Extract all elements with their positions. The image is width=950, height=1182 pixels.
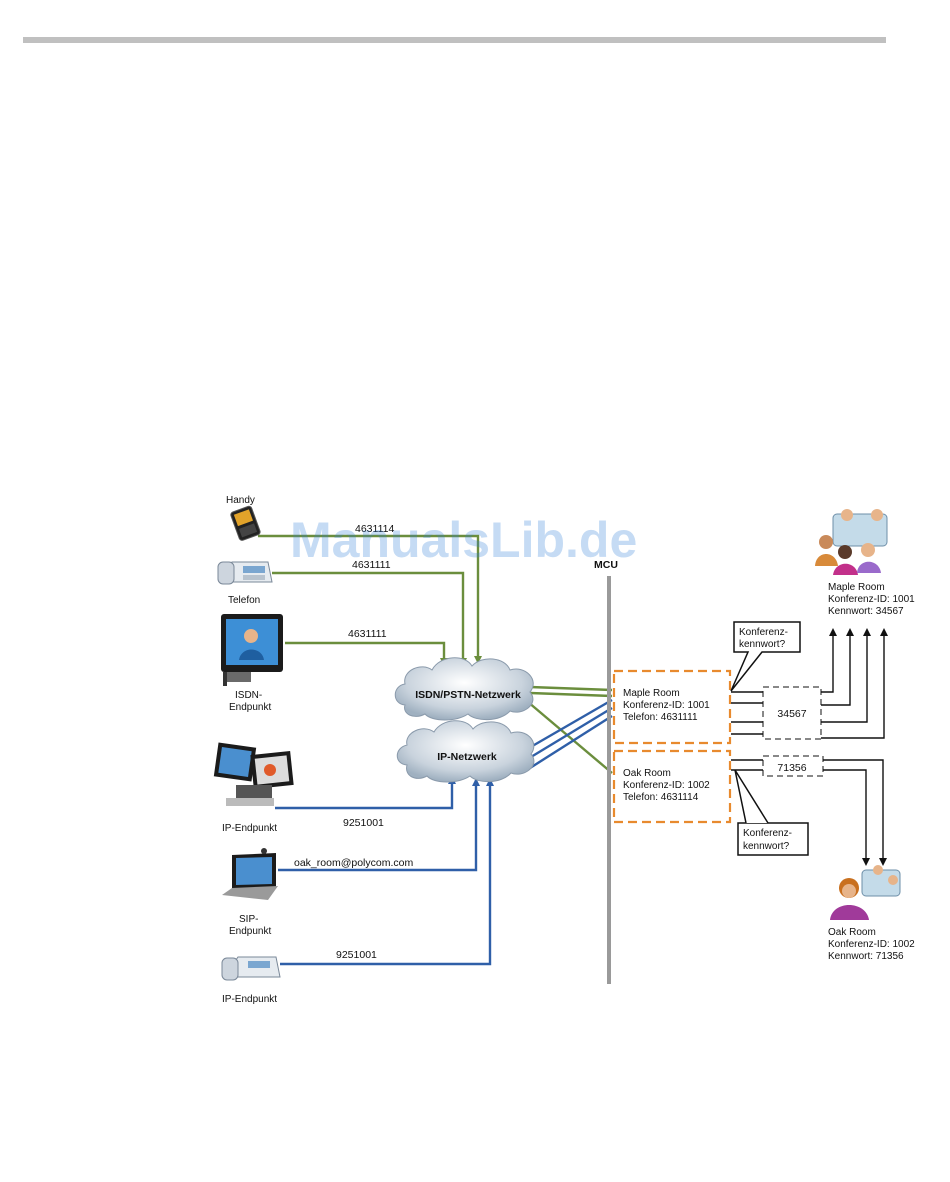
oak-conference-box: Oak Room Konferenz-ID: 1002 Telefon: 463… bbox=[612, 749, 732, 824]
maple-callout-line2: kennwort? bbox=[739, 639, 786, 650]
ip2-line bbox=[280, 778, 494, 966]
sip-label-1: SIP- bbox=[239, 914, 258, 925]
mcu-label: MCU bbox=[594, 559, 618, 571]
oak-room-line1: Oak Room bbox=[828, 927, 876, 938]
mobile-phone-icon bbox=[230, 505, 261, 541]
oak-password-box: 71356 bbox=[762, 755, 824, 777]
maple-room-line3: Kennwort: 34567 bbox=[828, 606, 904, 617]
ip2-label: IP-Endpunkt bbox=[222, 994, 277, 1005]
isdn-endpoint-line bbox=[285, 641, 448, 666]
telefon-label: Telefon bbox=[228, 595, 260, 606]
ip-lines bbox=[275, 698, 613, 966]
isdn-cloud: ISDN/PSTN-Netzwerk bbox=[394, 657, 534, 721]
oak-conf-id: Konferenz-ID: 1002 bbox=[623, 780, 710, 791]
mcu-bar bbox=[607, 576, 611, 984]
ip1-line bbox=[275, 776, 456, 810]
oak-password-value: 71356 bbox=[777, 762, 806, 774]
top-rule bbox=[23, 37, 886, 43]
maple-callout-line1: Konferenz- bbox=[739, 627, 788, 638]
maple-conference-box: Maple Room Konferenz-ID: 1001 Telefon: 4… bbox=[612, 669, 732, 745]
ip2-number: 9251001 bbox=[336, 949, 377, 961]
maple-password-value: 34567 bbox=[777, 708, 806, 720]
maple-password-box: 34567 bbox=[762, 686, 822, 740]
isdn-label-1: ISDN- bbox=[235, 690, 262, 701]
laptop-icon bbox=[222, 848, 278, 900]
maple-conf-phone: Telefon: 4631111 bbox=[623, 712, 698, 723]
ip1-label: IP-Endpunkt bbox=[222, 823, 277, 834]
meeting-people-icon bbox=[815, 509, 888, 575]
maple-room-line2: Konferenz-ID: 1001 bbox=[828, 594, 915, 605]
oak-room-line2: Konferenz-ID: 1002 bbox=[828, 939, 915, 950]
sip-line bbox=[278, 778, 480, 872]
sip-address: oak_room@polycom.com bbox=[294, 857, 413, 869]
handy-label: Handy bbox=[226, 495, 255, 506]
isdn-label-2: Endpunkt bbox=[229, 702, 271, 713]
handy-number: 4631114 bbox=[355, 523, 394, 535]
maple-room-line1: Maple Room bbox=[828, 582, 885, 593]
monitor-icon bbox=[221, 614, 283, 686]
isdn-lines bbox=[258, 534, 613, 774]
ip-cloud: IP-Netzwerk bbox=[396, 720, 535, 783]
handy-line bbox=[258, 534, 482, 664]
maple-conf-name: Maple Room bbox=[623, 688, 680, 699]
ip-to-maple-line-1 bbox=[521, 698, 613, 754]
telefon-line bbox=[272, 571, 467, 666]
oak-callout-line1: Konferenz- bbox=[743, 828, 792, 839]
maple-conf-id: Konferenz-ID: 1001 bbox=[623, 700, 710, 711]
isdn-to-mcu-line-2 bbox=[529, 691, 613, 698]
isdn-to-oak-line bbox=[527, 701, 613, 774]
isdn-cloud-label: ISDN/PSTN-Netzwerk bbox=[415, 689, 521, 701]
watermark: ManualsLib.de bbox=[290, 512, 637, 568]
oak-password-callout: Konferenz- kennwort? bbox=[734, 769, 809, 856]
dual-screen-icon bbox=[213, 742, 294, 806]
desk-phone-icon bbox=[217, 561, 273, 585]
oak-room-line3: Kennwort: 71356 bbox=[828, 951, 904, 962]
maple-password-lines bbox=[731, 628, 888, 739]
meeting-person-icon bbox=[830, 865, 901, 920]
isdn-number: 4631111 bbox=[348, 628, 387, 640]
sip-label-2: Endpunkt bbox=[229, 926, 271, 937]
oak-conf-name: Oak Room bbox=[623, 768, 671, 779]
ip1-number: 9251001 bbox=[343, 817, 384, 829]
maple-password-callout: Konferenz- kennwort? bbox=[730, 621, 801, 692]
oak-callout-line2: kennwort? bbox=[743, 841, 790, 852]
ip-phone-icon bbox=[221, 956, 281, 981]
telefon-number: 4631111 bbox=[352, 559, 391, 571]
ip-to-maple-line-3 bbox=[529, 714, 613, 770]
ip-cloud-label: IP-Netzwerk bbox=[437, 751, 497, 763]
isdn-to-mcu-line-1 bbox=[529, 685, 613, 692]
oak-password-lines bbox=[731, 759, 887, 866]
oak-conf-phone: Telefon: 4631114 bbox=[623, 792, 699, 803]
ip-to-maple-line-2 bbox=[525, 706, 613, 762]
